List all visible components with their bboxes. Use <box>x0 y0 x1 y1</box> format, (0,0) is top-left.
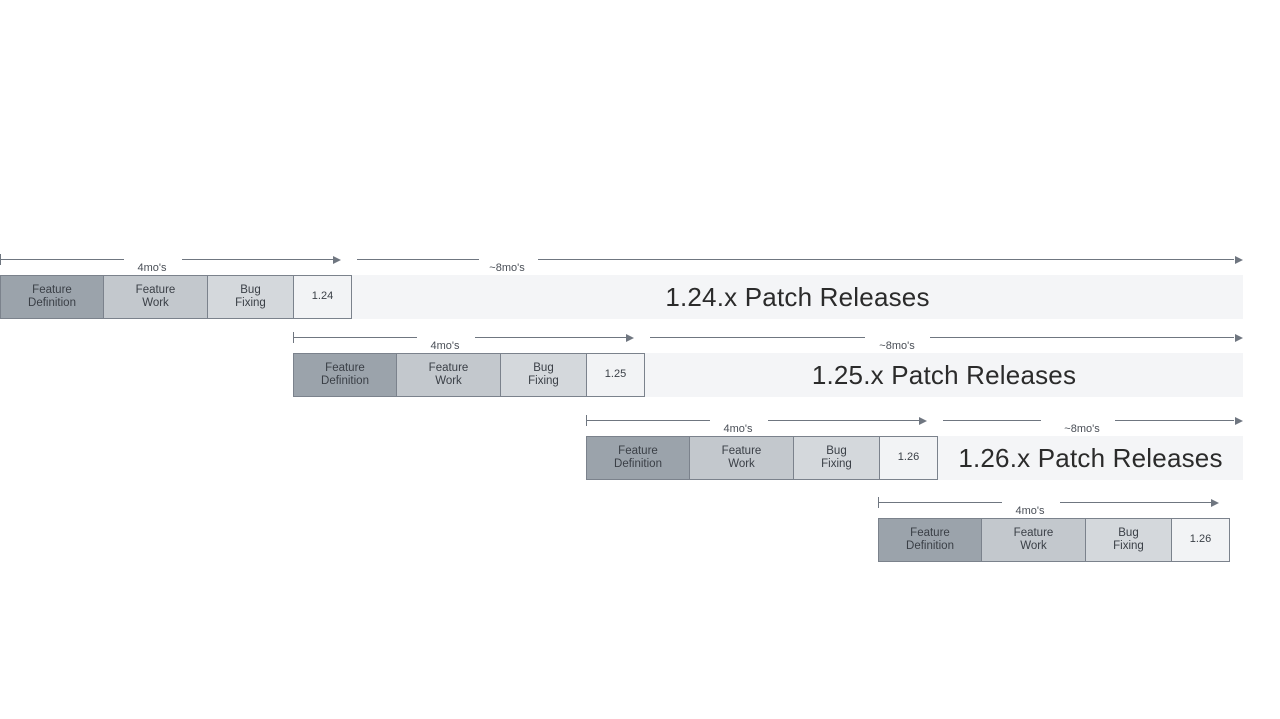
phase-boxes-125: Feature Definition Feature Work Bug Fixi… <box>293 353 645 397</box>
phase-line-2: Fixing <box>528 375 559 387</box>
phase-boxes-124: Feature Definition Feature Work Bug Fixi… <box>0 275 352 319</box>
dev-duration-label-127: 4mo's <box>1015 505 1045 517</box>
patch-duration-label-126: ~8mo's <box>1064 423 1100 435</box>
patch-release-label-124: 1.24.x Patch Releases <box>665 282 930 312</box>
dev-duration-label-124: 4mo's <box>137 262 167 274</box>
version-box-125: 1.25 <box>586 353 645 397</box>
ruler-line-left <box>650 337 865 338</box>
ruler-line-right <box>1115 420 1234 421</box>
phase-line-1: Bug <box>533 361 554 374</box>
ruler-line-left <box>878 502 1002 503</box>
ruler-arrowhead <box>1211 498 1219 507</box>
phase-line-2: Fixing <box>235 297 266 309</box>
version-box-127: 1.26 <box>1171 518 1230 562</box>
version-box-126: 1.26 <box>879 436 938 480</box>
phase-line-1: Feature <box>428 361 469 374</box>
phase-line-1: Feature <box>618 444 658 457</box>
phase-line-2: Definition <box>906 540 954 552</box>
phase-line-2: Work <box>142 297 169 309</box>
phase-line-1: Bug <box>826 444 847 457</box>
phase-line-1: Bug <box>240 283 261 296</box>
dev-duration-ruler-126: 4mo's <box>586 413 938 435</box>
phase-feature-definition-125: Feature Definition <box>293 353 396 397</box>
ruler-line-left <box>586 420 710 421</box>
ruler-line-right <box>538 259 1234 260</box>
ruler-line-right <box>768 420 923 421</box>
ruler-line-left <box>357 259 479 260</box>
patch-duration-label-124: ~8mo's <box>489 262 525 274</box>
phase-feature-work-124: Feature Work <box>103 275 207 319</box>
ruler-line-right <box>930 337 1234 338</box>
patch-release-label-125: 1.25.x Patch Releases <box>811 360 1077 390</box>
release-row-124: 1.24.x Patch Releases Feature Definition… <box>0 275 1243 321</box>
dev-duration-label-126: 4mo's <box>723 423 753 435</box>
version-label: 1.24 <box>311 290 334 303</box>
release-row-125: 1.25.x Patch Releases Feature Definition… <box>293 353 1243 399</box>
phase-feature-definition-124: Feature Definition <box>0 275 103 319</box>
phase-line-2: Fixing <box>1113 540 1144 552</box>
phase-bug-fixing-125: Bug Fixing <box>500 353 586 397</box>
phase-line-1: Feature <box>135 283 176 296</box>
phase-bug-fixing-127: Bug Fixing <box>1085 518 1171 562</box>
ruler-line-right <box>475 337 630 338</box>
phase-line-1: Feature <box>1013 526 1054 539</box>
patch-duration-ruler-125: ~8mo's <box>650 330 1243 352</box>
phase-line-2: Work <box>1020 540 1047 552</box>
ruler-arrowhead <box>1235 255 1243 264</box>
ruler-line-left <box>943 420 1041 421</box>
phase-boxes-127: Feature Definition Feature Work Bug Fixi… <box>878 518 1230 562</box>
phase-feature-work-126: Feature Work <box>689 436 793 480</box>
phase-line-2: Definition <box>321 375 369 387</box>
version-label: 1.26 <box>1189 533 1212 546</box>
phase-feature-work-125: Feature Work <box>396 353 500 397</box>
phase-line-1: Feature <box>910 526 950 539</box>
dev-duration-label-125: 4mo's <box>430 340 460 352</box>
patch-release-band-124: 1.24.x Patch Releases <box>352 275 1243 319</box>
patch-release-label-126: 1.26.x Patch Releases <box>958 443 1223 473</box>
patch-duration-ruler-124: ~8mo's <box>357 252 1243 274</box>
phase-feature-definition-127: Feature Definition <box>878 518 981 562</box>
ruler-line-left <box>293 337 417 338</box>
ruler-arrowhead <box>333 255 341 264</box>
release-row-126: 1.26.x Patch Releases Feature Definition… <box>586 436 1243 482</box>
patch-duration-ruler-126: ~8mo's <box>943 413 1243 435</box>
phase-boxes-126: Feature Definition Feature Work Bug Fixi… <box>586 436 938 480</box>
phase-bug-fixing-126: Bug Fixing <box>793 436 879 480</box>
ruler-arrowhead <box>1235 416 1243 425</box>
phase-line-1: Bug <box>1118 526 1139 539</box>
ruler-arrowhead <box>919 416 927 425</box>
phase-feature-definition-126: Feature Definition <box>586 436 689 480</box>
version-box-124: 1.24 <box>293 275 352 319</box>
dev-duration-ruler-125: 4mo's <box>293 330 645 352</box>
ruler-line-right <box>182 259 337 260</box>
phase-line-2: Definition <box>28 297 76 309</box>
ruler-arrowhead <box>1235 333 1243 342</box>
ruler-line-left <box>0 259 124 260</box>
phase-line-1: Feature <box>32 283 72 296</box>
phase-line-2: Work <box>435 375 462 387</box>
patch-duration-label-125: ~8mo's <box>879 340 915 352</box>
phase-line-1: Feature <box>721 444 762 457</box>
ruler-line-right <box>1060 502 1215 503</box>
version-label: 1.25 <box>604 368 627 381</box>
phase-line-1: Feature <box>325 361 365 374</box>
release-row-127: Feature Definition Feature Work Bug Fixi… <box>878 518 1230 564</box>
phase-feature-work-127: Feature Work <box>981 518 1085 562</box>
dev-duration-ruler-127: 4mo's <box>878 495 1230 517</box>
phase-bug-fixing-124: Bug Fixing <box>207 275 293 319</box>
ruler-arrowhead <box>626 333 634 342</box>
phase-line-2: Fixing <box>821 458 852 470</box>
phase-line-2: Work <box>728 458 755 470</box>
phase-line-2: Definition <box>614 458 662 470</box>
version-label: 1.26 <box>897 451 920 464</box>
dev-duration-ruler-124: 4mo's <box>0 252 352 274</box>
patch-release-band-125: 1.25.x Patch Releases <box>645 353 1243 397</box>
patch-release-band-126: 1.26.x Patch Releases <box>938 436 1243 480</box>
